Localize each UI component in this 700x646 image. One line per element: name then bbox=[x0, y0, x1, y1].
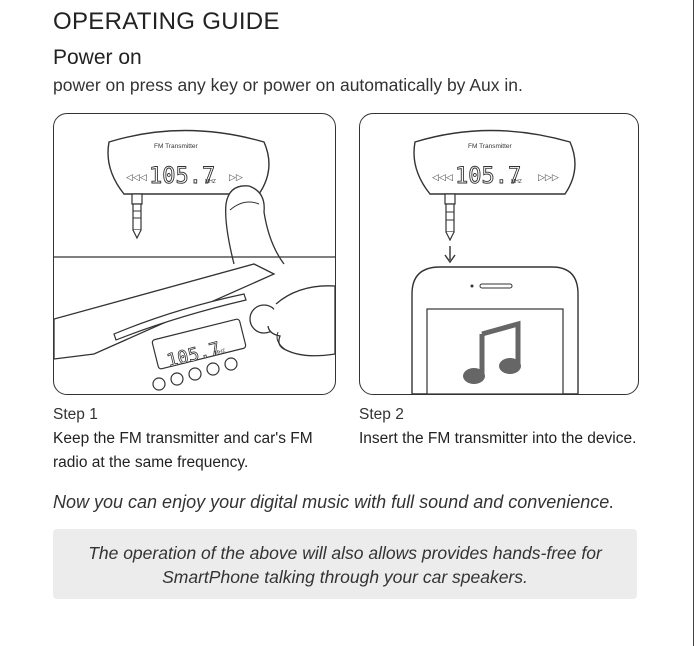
seek-left-icon: ◁◁◁ bbox=[126, 172, 147, 182]
device-frequency-2: 105.7 bbox=[455, 164, 521, 189]
step1-illustration: FM Transmitter ◁◁◁ 105.7 MHZ ▷▷ 105.7 MH… bbox=[53, 113, 336, 395]
radio-unit: MHZ bbox=[214, 348, 226, 356]
step1-drawing: FM Transmitter ◁◁◁ 105.7 MHZ ▷▷ 105.7 MH… bbox=[54, 129, 335, 391]
tagline: Now you can enjoy your digital music wit… bbox=[53, 492, 615, 512]
section-title: Power on bbox=[53, 46, 142, 69]
device-frequency: 105.7 bbox=[149, 164, 215, 189]
step2-text: Insert the FM transmitter into the devic… bbox=[359, 430, 637, 447]
seek-left-icon-2: ◁◁◁ bbox=[432, 172, 453, 182]
guide-title: OPERATING GUIDE bbox=[53, 8, 280, 35]
step1-title: Step 1 bbox=[53, 406, 98, 423]
intro-text: power on press any key or power on autom… bbox=[53, 75, 523, 95]
seek-right-icon: ▷▷ bbox=[229, 172, 243, 182]
seek-right-icon-2: ▷▷▷ bbox=[538, 172, 559, 182]
music-note-icon bbox=[463, 320, 521, 384]
page-border bbox=[693, 0, 694, 646]
device-label-2: FM Transmitter bbox=[468, 143, 513, 150]
step2-title: Step 2 bbox=[359, 406, 404, 423]
note-box: The operation of the above will also all… bbox=[53, 529, 637, 599]
down-arrow-icon bbox=[444, 246, 456, 264]
note-text: The operation of the above will also all… bbox=[88, 543, 602, 587]
step2-illustration: FM Transmitter ◁◁◁ 105.7 MHZ ▷▷▷ bbox=[359, 113, 639, 395]
device-unit-2: MHZ bbox=[511, 179, 522, 185]
device-unit: MHZ bbox=[205, 179, 216, 185]
step1-text: Keep the FM transmitter and car's FM rad… bbox=[53, 430, 313, 471]
step2-drawing: FM Transmitter ◁◁◁ 105.7 MHZ ▷▷▷ bbox=[411, 129, 579, 394]
device-label: FM Transmitter bbox=[154, 143, 199, 150]
